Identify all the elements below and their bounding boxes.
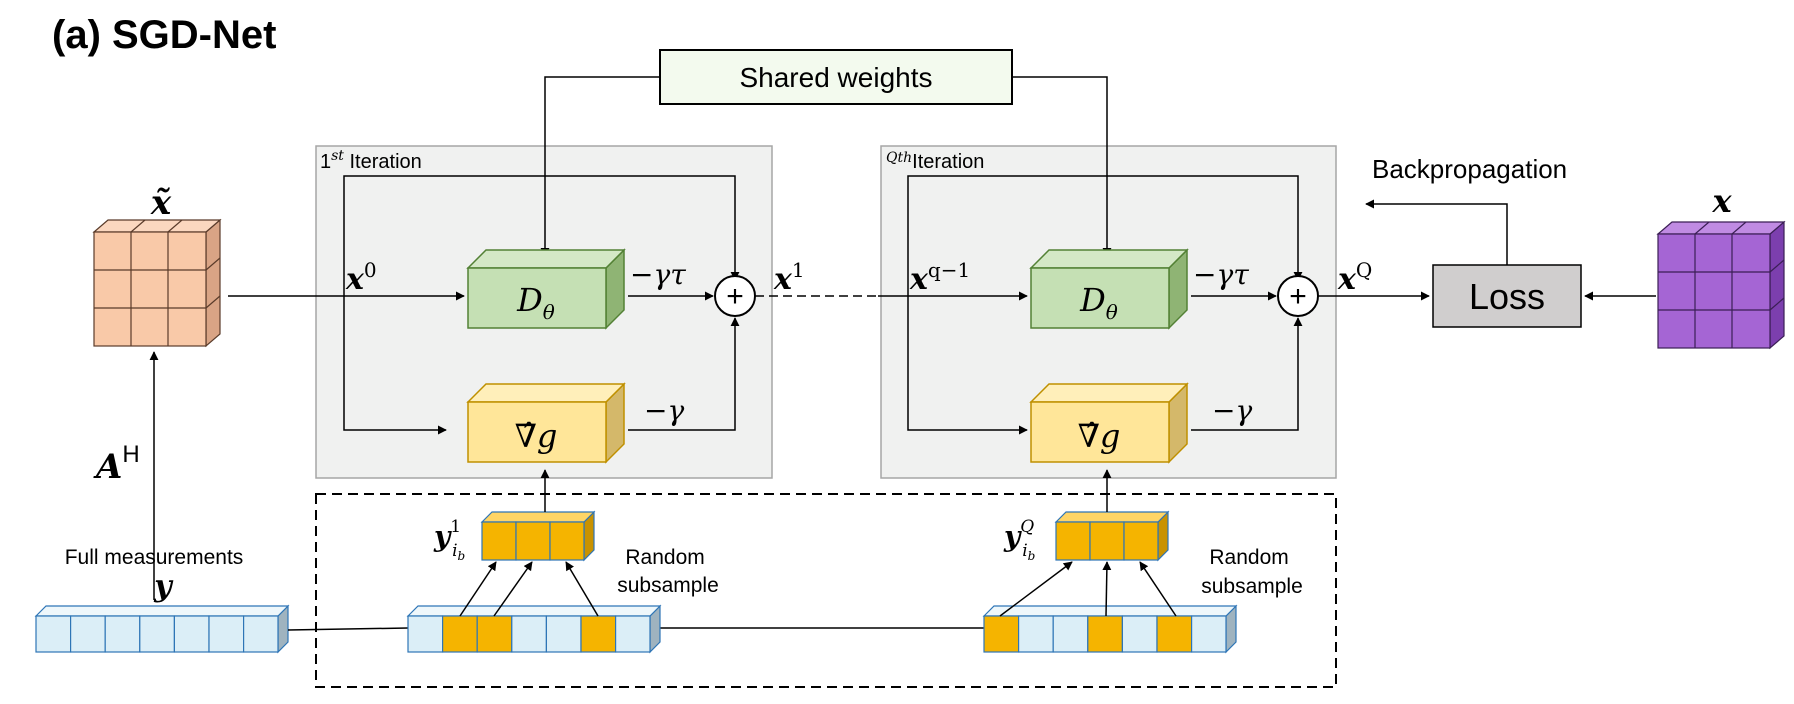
xq1-to-gradient-arrow <box>907 296 1028 435</box>
minibatch-vector-last <box>1054 510 1170 562</box>
random-subsample-label-first: Random subsample <box>617 546 719 597</box>
xQ-label: xQ <box>1337 258 1372 297</box>
iteration-label-first: 1st Iteration <box>320 148 422 173</box>
y-label: y <box>153 569 174 604</box>
gradient-box-last <box>1029 382 1189 464</box>
target-cube <box>1656 220 1786 350</box>
coef-gamma-first: −γ <box>644 394 684 427</box>
xq1-label: xq−1 <box>909 258 970 297</box>
subsample-arrow-1c <box>565 561 599 617</box>
loss-label: Loss <box>1469 276 1545 317</box>
x-target-label: x <box>1711 182 1732 220</box>
shared-weights-link-first <box>540 76 660 257</box>
backprop-label: Backpropagation <box>1372 154 1567 184</box>
denoiser-label-last: Dθ <box>1079 281 1118 324</box>
adjoint-label: AH <box>93 441 140 487</box>
skip-line-last <box>907 175 1303 296</box>
coef-gamma-tau-first: −γτ <box>630 258 686 291</box>
denoiser-label-first: Dθ <box>516 281 555 324</box>
shared-weights-link-last <box>1012 76 1112 257</box>
gradient-label-last: ∇̂g <box>1078 417 1121 455</box>
subsample-vector-last <box>982 604 1238 654</box>
loss-box <box>1432 264 1582 328</box>
subsample-arrow-2b <box>1102 561 1112 617</box>
sum-symbol-last: + <box>1289 280 1307 313</box>
gradient-label-first: ∇̂g <box>515 417 558 455</box>
x0-label: x0 <box>345 258 377 297</box>
subsample-region <box>315 493 1337 688</box>
backprop-arrow <box>1365 199 1508 265</box>
input-cube <box>92 218 222 348</box>
subsample-vector-first <box>406 604 662 654</box>
shared-weights-label: Shared weights <box>739 62 932 93</box>
vector-link-left <box>287 627 409 631</box>
x0-to-gradient-arrow <box>343 296 447 435</box>
full-measurements-label: Full measurements <box>65 546 244 569</box>
gradient-box-first <box>466 382 626 464</box>
coef-gamma-tau-last: −γτ <box>1193 258 1249 291</box>
gradient-to-sum-last <box>1191 317 1303 431</box>
denoiser-box-last <box>1029 248 1189 330</box>
full-measurement-vector <box>34 604 290 654</box>
iteration-label-last: QthIteration <box>886 150 984 173</box>
subsample-arrow-2c <box>1139 561 1177 617</box>
x-tilde-label: x̃ <box>150 183 172 223</box>
sum-symbol-first: + <box>726 280 744 313</box>
subsample-arrow-1b <box>493 561 533 617</box>
minibatch-vector-first <box>480 510 596 562</box>
x1-label: x1 <box>773 258 805 297</box>
random-subsample-label-last: Random subsample <box>1201 546 1303 598</box>
denoiser-box-first <box>466 248 626 330</box>
gradient-to-sum-first <box>628 317 740 431</box>
shared-weights-box <box>659 49 1013 105</box>
coef-gamma-last: −γ <box>1212 394 1252 427</box>
subsample-arrow-2a <box>999 561 1073 617</box>
figure-title: (a) SGD-Net <box>52 13 276 57</box>
subsample-arrow-1a <box>459 561 497 617</box>
skip-line-first <box>343 175 740 296</box>
